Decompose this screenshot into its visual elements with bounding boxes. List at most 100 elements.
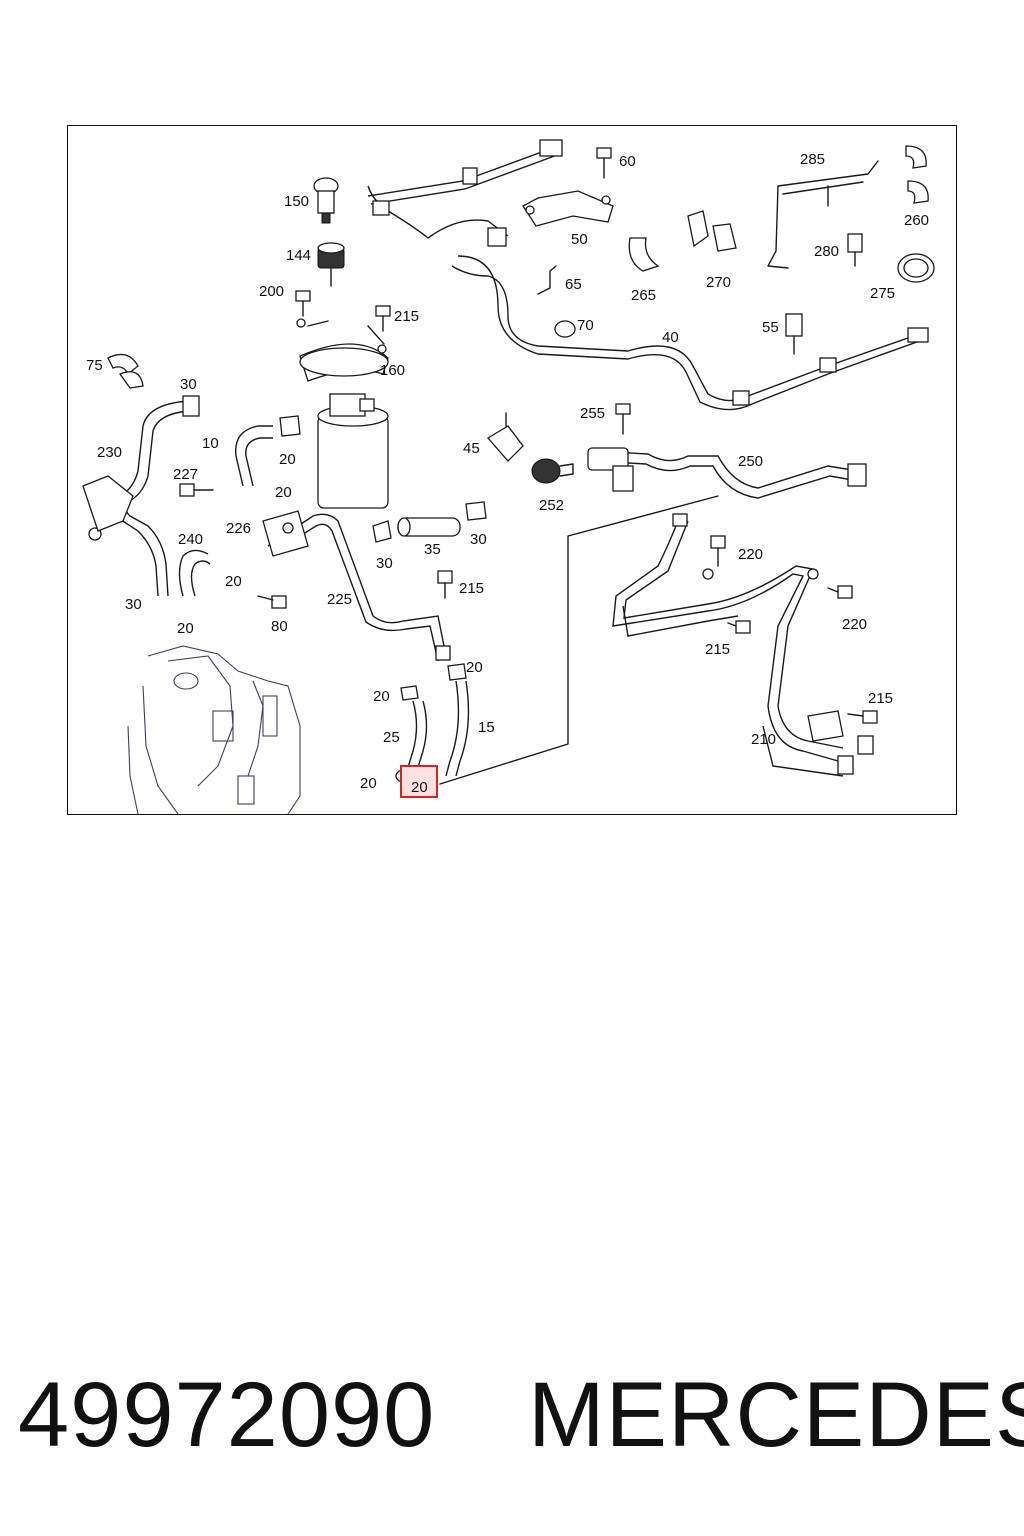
high-pressure-pump [127,645,301,814]
callout-30: 30 [125,596,142,613]
pipe-210 [612,513,874,777]
callout-226: 226 [226,520,251,537]
connector-226 [262,510,309,557]
hose-15 [445,680,470,777]
callout-80: 80 [271,618,288,635]
sensor-150 [313,177,339,224]
connector-55 [785,313,803,355]
hose-35 [397,517,461,537]
callout-25: 25 [383,729,400,746]
fuel-filter-bracket-160 [296,318,389,382]
highlighted-callout-box [400,765,438,798]
callout-227: 227 [173,466,198,483]
callout-20: 20 [177,620,194,637]
callout-240: 240 [178,531,203,548]
brand-name: MERCEDES [528,1364,1024,1466]
callout-10: 10 [202,435,219,452]
callout-225: 225 [327,591,352,608]
screw-215a [375,305,391,332]
callout-275: 275 [870,285,895,302]
parts-diagram-frame: 150 144 200 215 160 60 50 65 265 270 285… [67,125,957,815]
screw-227 [179,483,214,497]
callout-250: 250 [738,453,763,470]
callout-220: 220 [738,546,763,563]
callout-255: 255 [580,405,605,422]
callout-50: 50 [571,231,588,248]
clip-30b [372,520,392,543]
callout-20: 20 [275,484,292,501]
leader-line [439,495,719,785]
callout-230: 230 [97,444,122,461]
clip-20e [400,685,419,701]
part-252 [531,458,574,484]
screw-220a [710,535,726,567]
callout-45: 45 [463,440,480,457]
callout-215: 215 [394,308,419,325]
callout-210: 210 [751,731,776,748]
callout-215: 215 [868,690,893,707]
bracket-50 [522,190,614,227]
callout-260: 260 [904,212,929,229]
screw-255 [615,403,631,435]
clip-280 [847,233,863,267]
clip-265 [628,237,660,272]
callout-144: 144 [286,247,311,264]
clip-75 [107,353,144,389]
hose-25 [405,700,428,775]
callout-30: 30 [180,376,197,393]
hose-230 [82,395,200,597]
hose-10 [234,425,273,487]
callout-160: 160 [380,362,405,379]
callout-285: 285 [800,151,825,168]
fuel-filter-canister [317,393,389,509]
clamp-275 [897,253,935,283]
clip-270 [687,210,737,252]
callout-265: 265 [631,287,656,304]
screw-220b [827,585,853,599]
callout-15: 15 [478,719,495,736]
callout-55: 55 [762,319,779,336]
fuel-line-40 [367,139,929,411]
callout-280: 280 [814,243,839,260]
callout-30: 30 [470,531,487,548]
part-number: 49972090 [18,1364,436,1466]
screw-215c [727,620,751,634]
callout-75: 75 [86,357,103,374]
pipe-250 [587,447,867,499]
heater-144 [317,242,345,287]
callout-20: 20 [360,775,377,792]
screw-215d [847,710,878,724]
callout-20: 20 [466,659,483,676]
callout-200: 200 [259,283,284,300]
clip-260 [905,145,929,204]
sensor-45 [487,412,524,462]
clamp-70 [554,320,576,338]
callout-30: 30 [376,555,393,572]
callout-70: 70 [577,317,594,334]
clip-20a [279,415,301,437]
clip-65 [537,265,557,295]
clip-20f [447,663,467,681]
callout-252: 252 [539,497,564,514]
callout-40: 40 [662,329,679,346]
hose-240 [178,549,211,597]
callout-20: 20 [279,451,296,468]
fuel-system-parts-diagram: 150 144 200 215 160 60 50 65 265 270 285… [82,139,935,814]
callout-270: 270 [706,274,731,291]
callout-60: 60 [619,153,636,170]
callout-215: 215 [705,641,730,658]
screw-80 [257,595,287,609]
screw-215b [437,570,453,599]
callout-35: 35 [424,541,441,558]
callout-20: 20 [373,688,390,705]
bracket-285 [767,160,879,269]
screw-200 [295,290,311,317]
callout-20: 20 [225,573,242,590]
callout-215: 215 [459,580,484,597]
screw-60 [596,147,612,179]
callout-20-highlighted: 20 [411,779,428,796]
callout-220: 220 [842,616,867,633]
callout-150: 150 [284,193,309,210]
clip-30c [465,501,487,521]
callout-65: 65 [565,276,582,293]
